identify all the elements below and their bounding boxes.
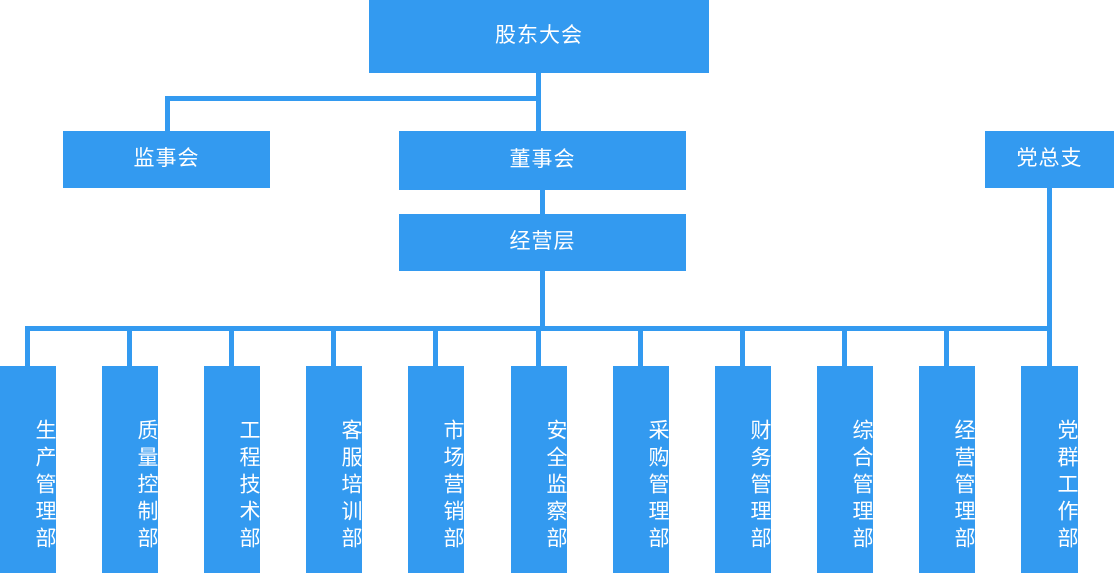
- node-department-quality-control[interactable]: 质量控制部: [102, 366, 158, 573]
- connector-dept-stem-2: [127, 326, 132, 366]
- node-department-finance-management[interactable]: 财务管理部: [715, 366, 771, 573]
- node-department-procurement-management[interactable]: 采购管理部: [613, 366, 669, 573]
- node-board-of-directors[interactable]: 董事会: [399, 131, 686, 190]
- connector-dept-stem-1: [25, 326, 30, 366]
- connector-dept-stem-10: [944, 326, 949, 366]
- connector-level2-bus: [165, 96, 541, 101]
- node-department-marketing[interactable]: 市场营销部: [408, 366, 464, 573]
- connector-party-branch-down: [1047, 188, 1052, 366]
- connector-dept-stem-4: [331, 326, 336, 366]
- node-department-production-management[interactable]: 生产管理部: [0, 366, 56, 573]
- node-board-of-supervisors[interactable]: 监事会: [63, 131, 270, 188]
- node-management-level[interactable]: 经营层: [399, 214, 686, 271]
- connector-dept-stem-5: [433, 326, 438, 366]
- connector-board-to-management: [540, 190, 545, 214]
- node-department-customer-service-training[interactable]: 客服培训部: [306, 366, 362, 573]
- node-party-general-branch[interactable]: 党总支: [985, 131, 1114, 188]
- connector-dept-stem-8: [740, 326, 745, 366]
- connector-supervisory-down: [165, 96, 170, 131]
- connector-shareholders-down: [536, 73, 541, 131]
- node-shareholders-meeting[interactable]: 股东大会: [369, 0, 709, 73]
- connector-dept-stem-7: [638, 326, 643, 366]
- connector-management-down: [540, 271, 545, 331]
- node-department-engineering-technology[interactable]: 工程技术部: [204, 366, 260, 573]
- connector-dept-stem-9: [842, 326, 847, 366]
- node-department-general-management[interactable]: 综合管理部: [817, 366, 873, 573]
- connector-dept-stem-6: [536, 326, 541, 366]
- node-department-business-management[interactable]: 经营管理部: [919, 366, 975, 573]
- connector-dept-stem-3: [229, 326, 234, 366]
- node-department-party-mass-work[interactable]: 党群工作部: [1021, 366, 1078, 573]
- node-department-safety-supervision[interactable]: 安全监察部: [511, 366, 567, 573]
